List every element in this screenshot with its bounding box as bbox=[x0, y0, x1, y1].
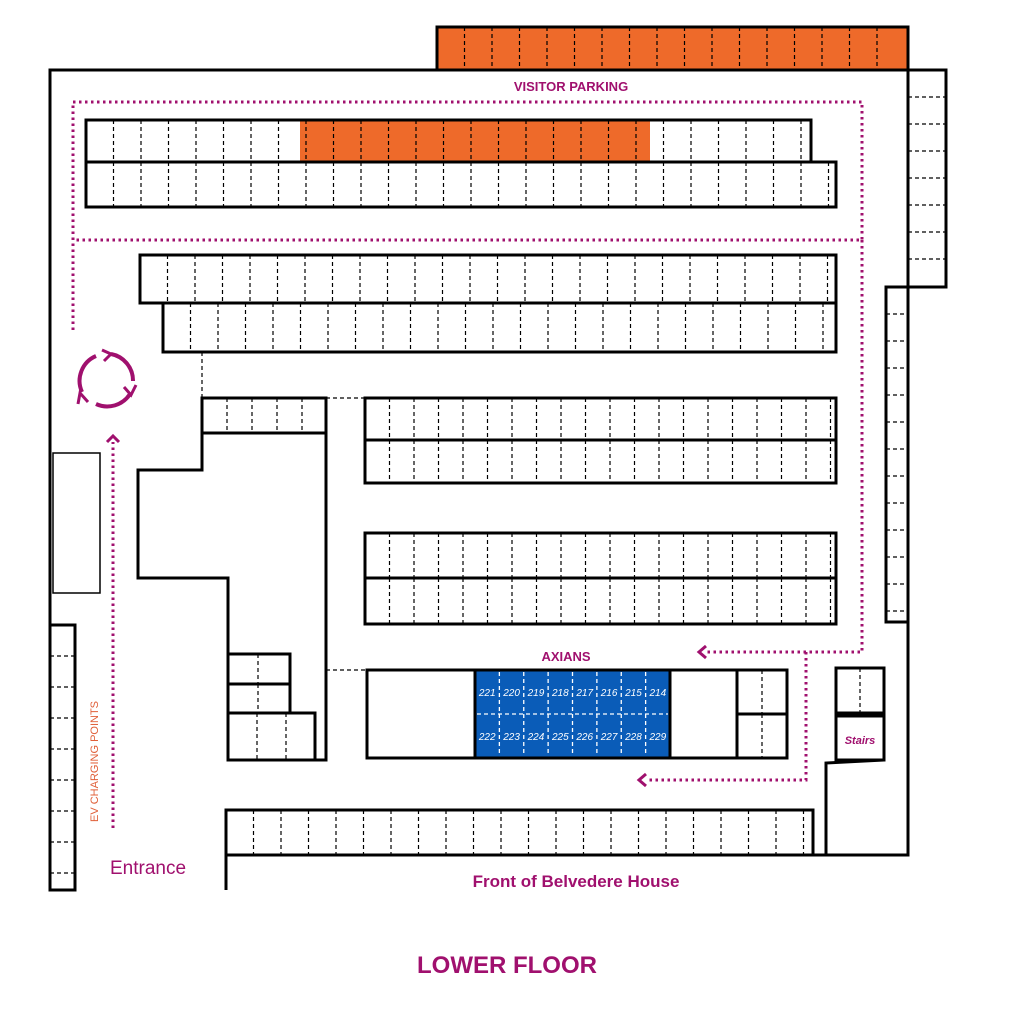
bay-row-left-a bbox=[226, 652, 292, 686]
bay-row-outline bbox=[224, 808, 815, 857]
visitor-strip-top bbox=[435, 25, 910, 72]
visitor-bays bbox=[437, 27, 908, 70]
exit-route-lower bbox=[646, 652, 808, 782]
axians-bay-number: 220 bbox=[502, 688, 520, 699]
visitor-parking-label: VISITOR PARKING bbox=[514, 79, 628, 94]
bay-row-outline bbox=[363, 531, 838, 580]
bay-row-outline bbox=[200, 396, 328, 435]
arrow-left-icon bbox=[636, 772, 647, 788]
bay-row-5 bbox=[363, 396, 838, 442]
bay-row-outline bbox=[161, 301, 838, 354]
bay-row-outline bbox=[363, 576, 838, 626]
stairs-label: Stairs bbox=[845, 735, 876, 747]
empty-bay-block bbox=[365, 668, 477, 760]
bay-row-4 bbox=[161, 301, 838, 354]
bay-row-outline bbox=[138, 253, 838, 305]
ev-charging-label: EV CHARGING POINTS bbox=[89, 701, 101, 822]
bay-row-side-b bbox=[735, 712, 789, 760]
axians-bays: 221 220 219 218 217 216 215 214 222 223 224 225 226 2… bbox=[477, 672, 668, 756]
arrow-left-icon bbox=[696, 644, 707, 660]
axians-bay-number: 229 bbox=[648, 732, 666, 743]
axians-bay-number: 214 bbox=[648, 688, 666, 699]
bay-row-outline bbox=[226, 652, 292, 686]
stairs-wall bbox=[824, 758, 885, 855]
bay-row-outline bbox=[226, 682, 292, 716]
bay-column-right-top bbox=[906, 68, 948, 289]
axians-bay-number: 217 bbox=[575, 688, 593, 699]
bay-row-outline bbox=[884, 285, 910, 624]
bay-row-2 bbox=[84, 160, 838, 209]
axians-bay-number: 224 bbox=[527, 732, 545, 743]
axians-bay-number: 218 bbox=[551, 688, 569, 699]
bay-row-outline bbox=[363, 438, 838, 485]
bay-row-border bbox=[84, 160, 838, 209]
utility-box bbox=[52, 452, 101, 594]
bay-row-outline bbox=[363, 396, 838, 442]
bay-row-border bbox=[363, 576, 838, 626]
axians-label: AXIANS bbox=[541, 649, 590, 664]
inner-building bbox=[136, 398, 328, 762]
bay-column-right bbox=[884, 285, 910, 624]
bay-row-border bbox=[363, 438, 838, 485]
bay-row-8 bbox=[363, 576, 838, 626]
front-label: Front of Belvedere House bbox=[473, 872, 680, 891]
parking-rows bbox=[48, 25, 948, 892]
bay-row-outline bbox=[84, 160, 838, 209]
bay-row-outline bbox=[226, 711, 317, 762]
bay-row-side-a bbox=[735, 668, 789, 716]
bay-row-outline bbox=[906, 68, 948, 289]
axians-bay-number: 226 bbox=[575, 732, 593, 743]
stairs-box bbox=[834, 714, 886, 762]
axians-bay-number: 222 bbox=[478, 732, 496, 743]
roundabout-icon bbox=[76, 348, 138, 409]
visitor-row-1 bbox=[84, 118, 813, 164]
axians-bay-number: 221 bbox=[478, 688, 496, 699]
exit-route bbox=[706, 240, 864, 654]
axians-bay-number: 223 bbox=[502, 732, 520, 743]
bay-row-left-c bbox=[226, 711, 317, 762]
bay-row-3 bbox=[138, 253, 838, 305]
page-title: LOWER FLOOR bbox=[417, 952, 597, 979]
axians-bay-number: 219 bbox=[527, 688, 545, 699]
bay-row-border bbox=[161, 301, 838, 354]
empty-bay-block bbox=[668, 668, 739, 760]
bay-row-outline bbox=[48, 623, 77, 892]
visitor-bays bbox=[300, 120, 650, 162]
bay-row-6 bbox=[363, 438, 838, 485]
axians-bay-number: 228 bbox=[624, 732, 642, 743]
axians-bay-number: 216 bbox=[600, 688, 618, 699]
entrance-label: Entrance bbox=[110, 858, 186, 879]
axians-bay-number: 215 bbox=[624, 688, 642, 699]
axians-bay-number: 225 bbox=[551, 732, 569, 743]
ev-charging-bays bbox=[48, 623, 77, 892]
bay-row-7 bbox=[363, 531, 838, 580]
bay-row-small bbox=[200, 396, 328, 435]
bay-row-front bbox=[224, 808, 815, 857]
visitor-route bbox=[71, 100, 864, 330]
outer-wall bbox=[48, 68, 948, 857]
arrow-up-icon bbox=[105, 433, 121, 444]
axians-bay-number: 227 bbox=[600, 732, 618, 743]
bay-row-left-b bbox=[226, 682, 292, 716]
